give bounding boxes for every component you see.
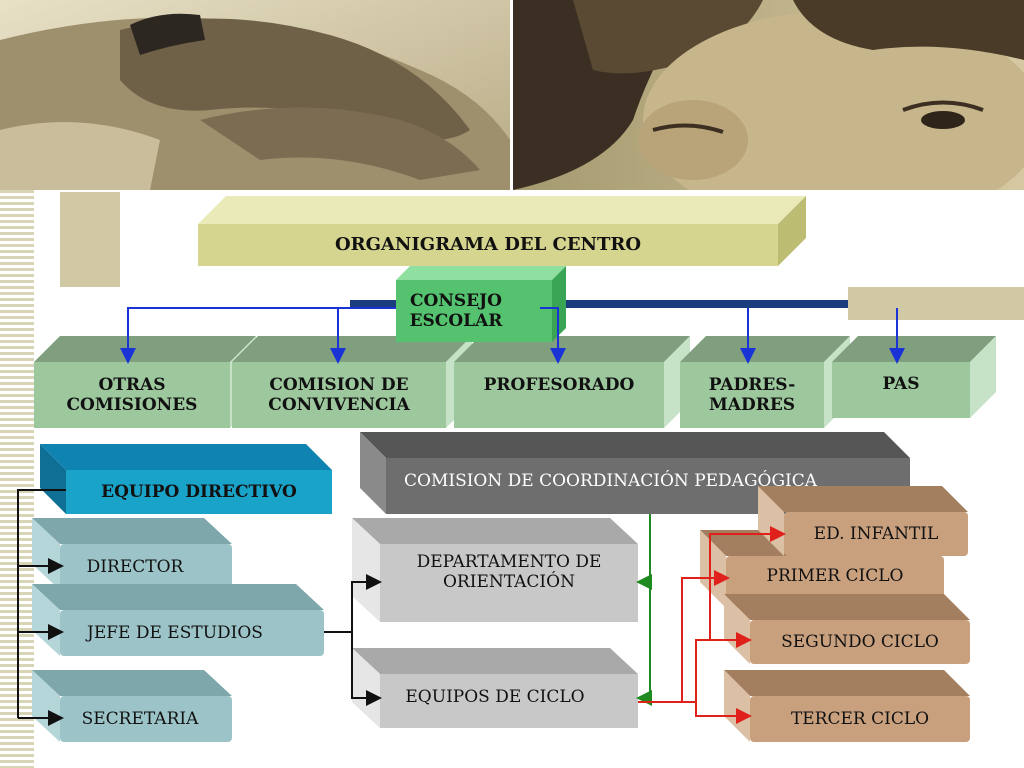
title-box: ORGANIGRAMA DEL CENTRO	[198, 196, 806, 266]
box-label: PROFESORADO	[483, 374, 635, 395]
page-title: ORGANIGRAMA DEL CENTRO	[334, 234, 642, 256]
box-ed-infantil: ED. INFANTIL	[758, 486, 968, 556]
decorative-block	[60, 192, 120, 287]
box-label: TERCER CICLO	[790, 708, 930, 729]
box-consejo-escolar: CONSEJO ESCOLAR	[396, 266, 566, 342]
box-label: DIRECTOR	[86, 556, 184, 577]
box-label: EQUIPO DIRECTIVO	[101, 481, 297, 502]
box-label: ED. INFANTIL	[813, 523, 939, 544]
decorative-stripes	[0, 190, 34, 768]
decorative-tan-bar	[848, 287, 1024, 320]
box-tercer-ciclo: TERCER CICLO	[724, 670, 970, 742]
box-equipo-directivo: EQUIPO DIRECTIVO	[40, 444, 332, 514]
box-profesorado: PROFESORADO	[454, 336, 690, 428]
box-label: PRIMER CICLO	[766, 565, 904, 586]
face-photo	[513, 0, 1024, 190]
box-label: JEFE DE ESTUDIOS	[87, 622, 263, 643]
box-label: EQUIPOS DE CICLO	[405, 686, 585, 707]
box-label: OTRAS COMISIONES	[66, 374, 198, 415]
box-label: SEGUNDO CICLO	[781, 631, 939, 652]
box-secretaria: SECRETARIA	[32, 670, 232, 742]
box-label: COMISION DE CONVIVENCIA	[268, 374, 410, 415]
box-label: COMISION DE COORDINACIÓN PEDAGÓGICA	[404, 470, 818, 491]
box-label: PADRES- MADRES	[708, 374, 796, 415]
box-director: DIRECTOR	[32, 518, 232, 590]
hands-photo	[0, 0, 510, 190]
box-otras-comisiones: OTRAS COMISIONES	[34, 336, 256, 428]
box-pas: PAS	[832, 336, 996, 418]
box-segundo-ciclo: SEGUNDO CICLO	[724, 594, 970, 664]
box-label: DEPARTAMENTO DE ORIENTACIÓN	[416, 551, 602, 592]
decorative-navy-bar	[350, 300, 1024, 308]
box-label: PAS	[882, 373, 920, 394]
box-label: SECRETARIA	[81, 708, 199, 729]
box-label: CONSEJO ESCOLAR	[409, 290, 503, 331]
box-jefe-estudios: JEFE DE ESTUDIOS	[32, 584, 324, 656]
box-comision-convivencia: COMISION DE CONVIVENCIA	[232, 336, 472, 428]
box-equipos-ciclo: EQUIPOS DE CICLO	[352, 648, 638, 728]
box-padres-madres: PADRES- MADRES	[680, 336, 850, 428]
box-departamento-orientacion: DEPARTAMENTO DE ORIENTACIÓN	[352, 518, 638, 622]
